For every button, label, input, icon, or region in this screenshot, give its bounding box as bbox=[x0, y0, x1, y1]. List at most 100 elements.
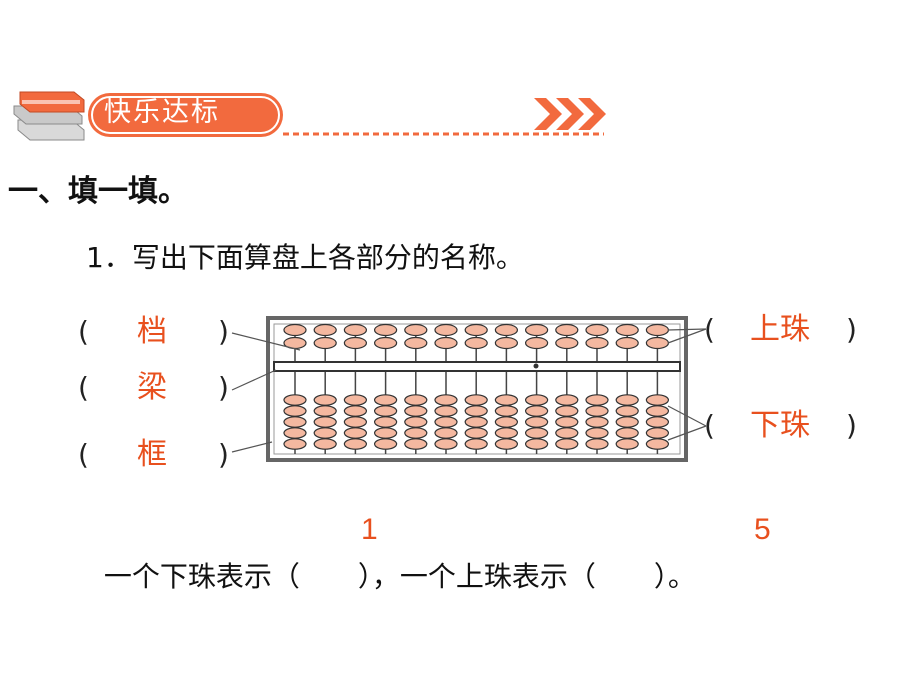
upper-bead bbox=[283, 323, 307, 337]
lower-bead bbox=[283, 416, 307, 428]
lower-bead bbox=[524, 394, 549, 406]
lower-bead bbox=[524, 416, 549, 428]
lower-bead bbox=[434, 405, 458, 417]
lower-bead bbox=[555, 416, 579, 428]
right-paren-close-2: ) bbox=[846, 409, 857, 442]
answer-upper-bead: 上珠 bbox=[750, 312, 810, 347]
left-paren-close-1: ) bbox=[218, 315, 229, 348]
upper-bead bbox=[494, 323, 518, 337]
upper-bead bbox=[524, 336, 549, 350]
lower-bead bbox=[645, 438, 670, 450]
abacus-frame bbox=[266, 316, 688, 462]
lower-bead bbox=[404, 427, 428, 439]
upper-bead bbox=[434, 336, 458, 350]
fill-answer-1: 1 bbox=[361, 513, 378, 546]
lower-bead bbox=[434, 416, 458, 428]
lower-bead bbox=[464, 438, 488, 450]
lower-bead bbox=[283, 394, 307, 406]
lower-bead bbox=[374, 438, 398, 450]
upper-bead bbox=[585, 323, 609, 337]
lower-bead bbox=[645, 394, 670, 406]
lower-bead bbox=[464, 416, 488, 428]
lower-bead bbox=[434, 427, 458, 439]
lower-bead bbox=[555, 405, 579, 417]
lower-bead bbox=[524, 427, 549, 439]
lower-bead bbox=[283, 427, 307, 439]
lower-bead bbox=[494, 427, 518, 439]
lower-bead bbox=[585, 427, 609, 439]
lower-bead bbox=[464, 394, 488, 406]
lower-bead bbox=[494, 394, 518, 406]
lower-bead bbox=[494, 405, 518, 417]
right-paren-open-2: ( bbox=[704, 409, 715, 442]
upper-bead bbox=[374, 323, 398, 337]
left-paren-open-2: ( bbox=[78, 371, 89, 404]
lower-bead bbox=[585, 416, 609, 428]
leader-line-rod bbox=[231, 332, 301, 351]
lower-bead bbox=[404, 438, 428, 450]
left-paren-open-3: ( bbox=[78, 438, 89, 471]
lower-bead bbox=[645, 416, 670, 428]
lower-bead bbox=[404, 416, 428, 428]
lower-bead bbox=[404, 405, 428, 417]
lower-bead bbox=[374, 405, 398, 417]
leader-line-upper-2 bbox=[667, 328, 707, 344]
upper-bead bbox=[464, 323, 488, 337]
question-prompt: 1．写出下面算盘上各部分的名称。 bbox=[86, 241, 524, 274]
lower-bead bbox=[404, 394, 428, 406]
lower-bead bbox=[374, 394, 398, 406]
lower-bead bbox=[615, 416, 639, 428]
upper-bead bbox=[343, 323, 367, 337]
lower-bead bbox=[434, 394, 458, 406]
lower-bead bbox=[555, 438, 579, 450]
lower-bead bbox=[494, 416, 518, 428]
lower-bead bbox=[434, 438, 458, 450]
lower-bead bbox=[313, 394, 337, 406]
upper-bead bbox=[464, 336, 488, 350]
lower-bead bbox=[343, 427, 367, 439]
upper-bead bbox=[615, 323, 639, 337]
lower-bead bbox=[585, 405, 609, 417]
lower-bead bbox=[645, 405, 670, 417]
upper-bead bbox=[494, 336, 518, 350]
lower-bead bbox=[464, 405, 488, 417]
lower-bead bbox=[585, 394, 609, 406]
lower-bead bbox=[283, 405, 307, 417]
badge-pill bbox=[88, 93, 283, 137]
lower-bead bbox=[464, 427, 488, 439]
abacus-diagram bbox=[231, 316, 707, 462]
left-paren-close-2: ) bbox=[218, 371, 229, 404]
fill-part-2: ），一个上珠表示（ bbox=[357, 560, 596, 593]
lower-bead bbox=[615, 427, 639, 439]
fill-sentence: 一个下珠表示（ ），一个上珠表示（ ）。 bbox=[86, 517, 696, 597]
answer-frame: 框 bbox=[137, 437, 167, 472]
right-paren-open-1: ( bbox=[704, 313, 715, 346]
lower-bead bbox=[343, 405, 367, 417]
badge-title: 快乐达标 bbox=[104, 97, 220, 128]
upper-bead bbox=[434, 323, 458, 337]
upper-bead bbox=[645, 336, 670, 350]
upper-bead bbox=[555, 336, 579, 350]
upper-bead bbox=[555, 323, 579, 337]
lower-bead bbox=[343, 416, 367, 428]
lower-bead bbox=[283, 438, 307, 450]
answer-rod: 档 bbox=[137, 314, 167, 349]
abacus-beam bbox=[273, 361, 681, 372]
upper-bead bbox=[313, 323, 337, 337]
lower-bead bbox=[524, 405, 549, 417]
fill-part-1: 一个下珠表示（ bbox=[103, 560, 300, 593]
fill-part-3: ）。 bbox=[653, 560, 696, 593]
lower-bead bbox=[343, 394, 367, 406]
upper-bead bbox=[404, 336, 428, 350]
lower-bead bbox=[494, 438, 518, 450]
upper-bead bbox=[343, 336, 367, 350]
leader-line-beam bbox=[231, 369, 277, 391]
fill-answer-2: 5 bbox=[754, 513, 771, 546]
lower-bead bbox=[615, 394, 639, 406]
answer-beam: 梁 bbox=[137, 370, 167, 405]
header-banner bbox=[13, 91, 606, 141]
lower-bead bbox=[555, 394, 579, 406]
stacked-books-icon bbox=[13, 91, 85, 141]
lower-bead bbox=[615, 438, 639, 450]
answer-lower-bead: 下珠 bbox=[750, 408, 810, 443]
